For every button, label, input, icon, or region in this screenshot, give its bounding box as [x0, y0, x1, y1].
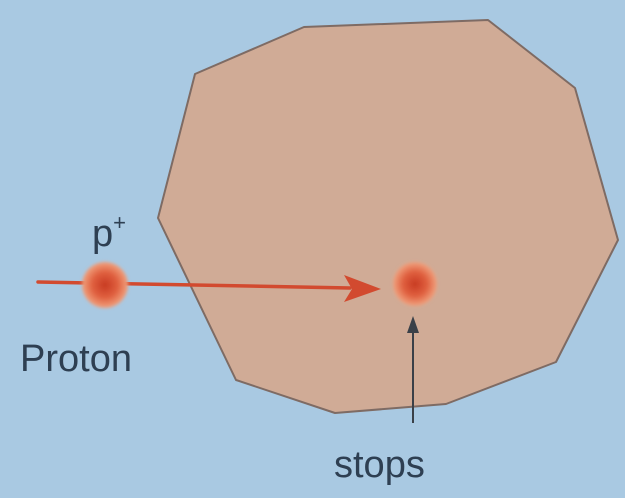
proton-symbol-base: p [92, 213, 113, 255]
proton-incoming [82, 262, 128, 308]
proton-symbol-label: p+ [92, 212, 126, 253]
proton-stopped [393, 262, 437, 306]
proton-charge-superscript: + [113, 210, 126, 235]
stops-label: stops [334, 446, 425, 484]
proton-name-label: Proton [20, 340, 132, 378]
target-material [158, 20, 618, 413]
